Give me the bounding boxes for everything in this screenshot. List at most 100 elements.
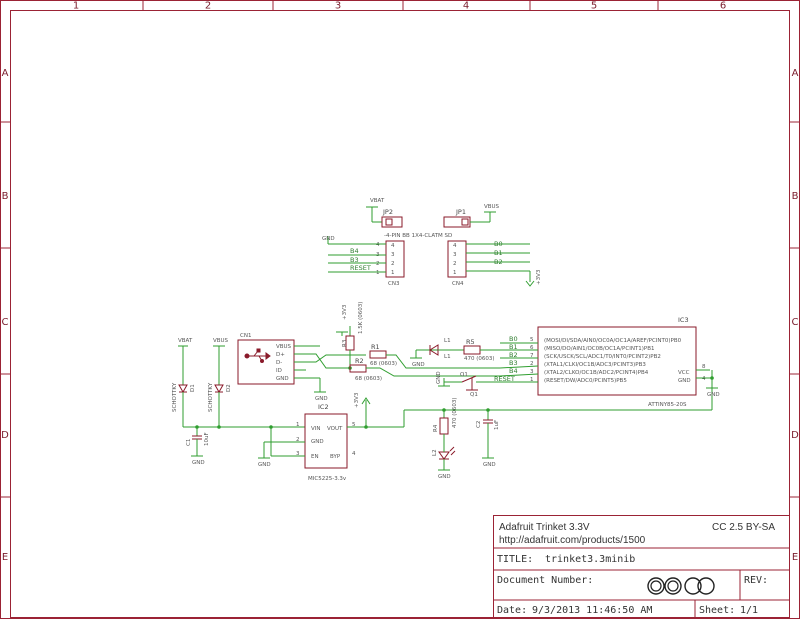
net-label: RESET <box>494 375 515 383</box>
net-label: RESET <box>350 264 371 272</box>
ic2-pin-num: 4 <box>352 451 356 457</box>
resistor-r4: R4 470 (0603) <box>433 397 458 446</box>
cn1-label: CN1 <box>240 333 251 339</box>
pin-num: 2 <box>391 261 395 267</box>
project-url: http://adafruit.com/products/1500 <box>499 535 646 546</box>
usb-pin: D- <box>276 360 282 366</box>
r3-label: R3 <box>342 339 348 347</box>
net-label: B1 <box>494 249 503 257</box>
net-label: B2 <box>494 258 503 266</box>
column-label: 5 <box>591 1 597 12</box>
gnd-label: GND <box>192 460 205 466</box>
pin-num: 4 <box>453 243 457 249</box>
pin-num: 1 <box>376 270 380 276</box>
r3-value: 1.5K (0603) <box>358 302 364 334</box>
row-label: A <box>792 68 799 79</box>
ic3-pin: (XTAL1/CLKI/OC1B/ADC3/PCINT3)PB3 <box>544 362 646 368</box>
l2-label: L2 <box>432 449 438 456</box>
ic3-pin-num: 8 <box>702 364 706 370</box>
pin-num: 4 <box>391 243 395 249</box>
jp1-label: JP1 <box>455 208 466 216</box>
q1-label: Q1 <box>470 392 478 398</box>
r2-value: 68 (0603) <box>355 376 382 382</box>
r4-value: 470 (0603) <box>452 397 458 428</box>
vbus-label: VBUS <box>484 204 500 210</box>
ic3-pin-num: 7 <box>530 353 534 359</box>
row-label: E <box>792 552 798 563</box>
ic2-pin-num: 3 <box>296 451 300 457</box>
led-l2: GND L2 <box>432 446 456 480</box>
row-label: A <box>2 68 9 79</box>
ic2-pin-num: 1 <box>296 422 300 428</box>
net-label: B0 <box>494 240 503 248</box>
ic3-pin-num: 4 <box>702 376 706 382</box>
ic2-pin: VIN <box>311 426 321 432</box>
gnd-label: GND <box>483 462 496 468</box>
row-label: C <box>792 317 799 328</box>
ic3-pin-num: 2 <box>530 361 534 367</box>
row-label: C <box>2 317 9 328</box>
vbat-label: VBAT <box>178 338 193 344</box>
ic3-pin-num: 6 <box>530 345 534 351</box>
ic3-pin-num: 5 <box>530 337 534 343</box>
column-label: 1 <box>73 1 79 12</box>
pin-num: 1 <box>453 270 457 276</box>
d2-value: SCHOTTKY <box>208 382 214 412</box>
ic3-pin-num: 3 <box>530 369 534 375</box>
row-labels: A B C D E A B C D E <box>1 68 799 563</box>
r4-label: R4 <box>433 424 439 432</box>
ic3-label: IC3 <box>678 316 689 324</box>
ic3-model: ATTINY85-20S <box>648 402 687 408</box>
diode-d2: VBUS SCHOTTKY D2 <box>208 338 232 427</box>
column-label: 2 <box>205 1 211 12</box>
oshw-logo-icon <box>647 577 715 595</box>
d1-label: D1 <box>190 384 196 392</box>
sheet-value: 1/1 <box>740 605 758 616</box>
row-label: E <box>2 552 8 563</box>
l1-label: L1 <box>444 338 451 344</box>
led-l1: GND L1 L1 <box>410 338 451 368</box>
pin-num: 3 <box>453 252 457 258</box>
ic3-pin: (XTAL2/CLKO/OC1B/ADC2/PCINT4)PB4 <box>544 370 649 376</box>
row-label: D <box>791 430 799 441</box>
capacitor-c2: GND C2 1uF <box>476 408 500 468</box>
v33-label: +3V3 <box>354 392 360 408</box>
column-label: 4 <box>463 1 469 12</box>
ic2-label: IC2 <box>318 403 329 411</box>
resistor-r5: R5 470 (0603) <box>438 338 500 362</box>
usb-icon <box>244 348 271 363</box>
gnd-label: GND <box>707 392 720 398</box>
ic3-pin-num: 1 <box>530 377 534 383</box>
net-label: B0 <box>509 335 518 343</box>
row-label: D <box>1 430 9 441</box>
gnd-label: GND <box>258 462 271 468</box>
pin-num: 1 <box>391 270 395 276</box>
ic2-pin: VOUT <box>327 426 343 432</box>
cn4-label: CN4 <box>452 281 464 287</box>
vbus-label: VBUS <box>213 338 229 344</box>
gnd-label: GND <box>438 474 451 480</box>
usb-pin: D+ <box>276 352 285 358</box>
sheet-label: Sheet: <box>699 605 735 616</box>
net-label: B1 <box>509 343 518 351</box>
c2-value: 1uF <box>494 420 500 430</box>
c2-label: C2 <box>476 421 482 428</box>
r1-value: 68 (0603) <box>370 361 397 367</box>
ic3-attiny85: IC3 (MOSI/DI/SDA/AIN0/OC0A/OC1A/AREF/PCI… <box>486 316 720 410</box>
net-label: B4 <box>509 367 518 375</box>
title-value: trinket3.3minib <box>545 554 635 565</box>
revision-label: REV: <box>744 575 768 586</box>
reset-button-q1: GND Q1 Q1 <box>436 371 486 398</box>
usb-pin: ID <box>276 368 282 374</box>
d2-label: D2 <box>226 384 232 392</box>
document-number-label: Document Number: <box>497 575 593 586</box>
c1-label: C1 <box>186 439 192 446</box>
cn3-label: CN3 <box>388 281 400 287</box>
ic2-regulator: IC2 VIN GND EN VOUT BYP 1 2 3 5 4 MIC522… <box>258 392 712 482</box>
gnd-label: GND <box>412 362 425 368</box>
connector-cn3: VBAT JP2 -4-PIN BB 1X4-CLATM SD 4 3 2 1 … <box>322 198 452 287</box>
column-label: 6 <box>720 1 726 12</box>
ic2-pin: BYP <box>330 454 341 460</box>
